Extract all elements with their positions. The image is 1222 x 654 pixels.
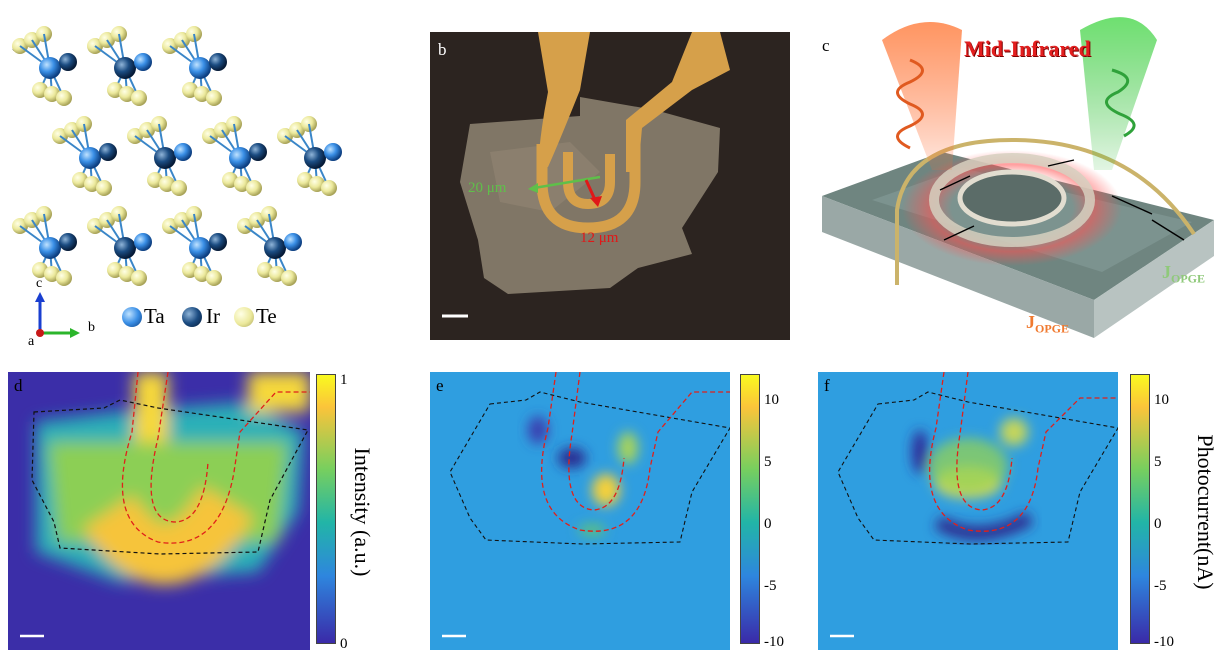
ir-atom [154,147,176,169]
colorbar-d-max: 1 [340,372,348,388]
legend-ir-icon [182,307,202,327]
te-atom [96,180,112,196]
colorbar-e-tick-neg5: -5 [764,578,777,594]
axis-b-label: b [88,320,95,335]
te-atom [131,270,147,286]
ta-atom [39,237,61,259]
colorbar-f [1130,374,1150,644]
ta-atom [189,57,211,79]
te-atom [281,270,297,286]
panel-label-f: f [824,376,830,395]
ta-atom [229,147,251,169]
te-atom [56,90,72,106]
panel-a: a c a b Ta Ir Te [0,26,342,349]
panel-label-e: e [436,376,444,395]
panel-b: b 20 μm 12 μm [430,32,790,340]
colorbar-e-tick-10: 10 [764,392,779,408]
dim-outer-label: 20 μm [468,180,507,196]
te-atom [246,180,262,196]
colorbar-f-tick-neg5: -5 [1154,578,1167,594]
reflection-map [20,372,310,638]
ir-atom [209,53,227,71]
photocurrent-map-f [830,372,1118,638]
j-opge-right: JOPGE [1162,262,1206,286]
ta-atom [324,143,342,161]
te-atom [171,180,187,196]
dim-inner-label: 12 μm [580,230,619,246]
element-legend: Ta Ir Te [122,304,312,334]
colorbar-e-tick-0: 0 [764,516,772,532]
device-schematic [822,17,1214,338]
colorbar-f-tick-neg10: -10 [1154,634,1174,650]
ta-atom [134,53,152,71]
ta-atom [174,143,192,161]
panel-f: f [818,372,1118,650]
ir-atom [114,57,136,79]
panel-c: c Mid-Infrared JOPGE JOPGE [812,0,1222,350]
device-micrograph [442,32,730,318]
photocurrent-map-e [442,372,730,638]
te-atom [131,90,147,106]
te-atom [56,270,72,286]
panel-d: d [8,372,310,650]
panel-label-c: c [822,36,830,55]
ir-atom [264,237,286,259]
legend-ta-icon [122,307,142,327]
schematic-title: Mid-Infrared [964,36,1091,61]
colorbar-e-tick-neg10: -10 [764,634,784,650]
panel-label-d: d [14,376,23,395]
ta-atom [39,57,61,79]
ir-atom [59,53,77,71]
colorbar-e-tick-5: 5 [764,454,772,470]
ta-atom [284,233,302,251]
colorbar-d-min: 0 [340,636,348,652]
colorbar-f-tick-5: 5 [1154,454,1162,470]
colorbar-f-tick-10: 10 [1154,392,1169,408]
colorbar-f-tick-0: 0 [1154,516,1162,532]
crystal-structure-figure [12,26,342,286]
ir-atom [114,237,136,259]
colorbar-e [740,374,760,644]
te-atom [321,180,337,196]
legend-te-label: Te [256,304,277,328]
colorbar-d [316,374,336,644]
j-opge-left: JOPGE [1026,312,1070,336]
legend-ta-label: Ta [144,304,165,328]
ir-atom [249,143,267,161]
legend-ir-label: Ir [206,304,220,328]
ta-atom [134,233,152,251]
ta-atom [79,147,101,169]
ir-atom [304,147,326,169]
legend-te-icon [234,307,254,327]
ta-atom [189,237,211,259]
ir-atom [59,233,77,251]
lattice-axes [35,292,80,338]
ir-atom [99,143,117,161]
te-atom [206,270,222,286]
ir-atom [209,233,227,251]
axis-a-label: a [28,334,35,349]
te-atom [206,90,222,106]
panel-e: e [430,372,730,650]
panel-label-b: b [438,40,447,59]
axis-c-label: c [36,276,43,291]
